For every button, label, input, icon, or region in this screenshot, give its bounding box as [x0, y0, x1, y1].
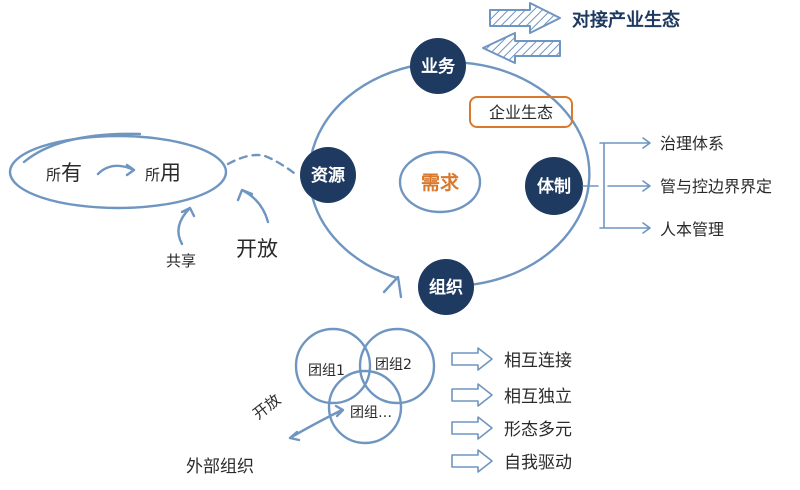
team-more-circle: [327, 369, 403, 445]
own-label: 所有: [46, 161, 82, 185]
team1-label: 团组1: [308, 363, 345, 379]
cycle-arrowhead: [382, 275, 403, 299]
node-organization-label: 组织: [429, 277, 463, 298]
node-organization: 组织: [418, 259, 474, 315]
system-branch-governance: 治理体系: [660, 134, 724, 153]
system-branch-arrows: [607, 137, 651, 234]
hatched-left-arrow-icon: [482, 32, 561, 64]
node-resources-label: 资源: [311, 165, 345, 186]
enterprise-ecosystem-box: [469, 96, 573, 128]
ownership-ellipse-stroke2: [22, 132, 142, 164]
industry-ecosystem-label: 对接产业生态: [572, 9, 680, 31]
hatched-right-arrow-icon: [489, 2, 561, 34]
trait-diverse: 形态多元: [504, 420, 572, 440]
external-org-label: 外部组织: [186, 457, 254, 477]
team-more-label: 团组…: [350, 405, 392, 421]
share-arrow-icon: [177, 206, 196, 246]
own-to-use-arrow-icon: [96, 163, 136, 177]
team-open-label: 开放: [249, 390, 284, 423]
open-arrow-icon: [236, 188, 270, 224]
center-need-label: 需求: [421, 171, 460, 194]
center-need-circle: [398, 150, 482, 214]
node-system-label: 体制: [537, 176, 571, 197]
system-branch-people: 人本管理: [660, 220, 724, 239]
node-business: 业务: [410, 38, 466, 94]
trait-independent: 相互独立: [504, 387, 572, 407]
ownership-ellipse: [8, 134, 228, 210]
open-label: 开放: [236, 237, 278, 261]
cycle-ring: [308, 60, 591, 288]
team2-circle: [358, 327, 436, 405]
system-bracket: [582, 142, 609, 229]
trait-arrow-icons: [451, 347, 493, 473]
share-label: 共享: [166, 252, 196, 270]
external-link-arrow-icon: [288, 404, 345, 442]
trait-connected: 相互连接: [504, 351, 572, 371]
node-resources: 资源: [300, 147, 356, 203]
enterprise-ecosystem-label: 企业生态: [489, 103, 553, 122]
team2-label: 团组2: [375, 357, 412, 373]
node-business-label: 业务: [421, 56, 456, 77]
team1-circle: [294, 327, 372, 405]
resources-dashed-link: [226, 153, 300, 178]
trait-self-driven: 自我驱动: [504, 453, 572, 473]
use-label: 所用: [145, 161, 181, 185]
node-system: 体制: [525, 157, 583, 215]
system-branch-boundary: 管与控边界界定: [660, 177, 772, 196]
